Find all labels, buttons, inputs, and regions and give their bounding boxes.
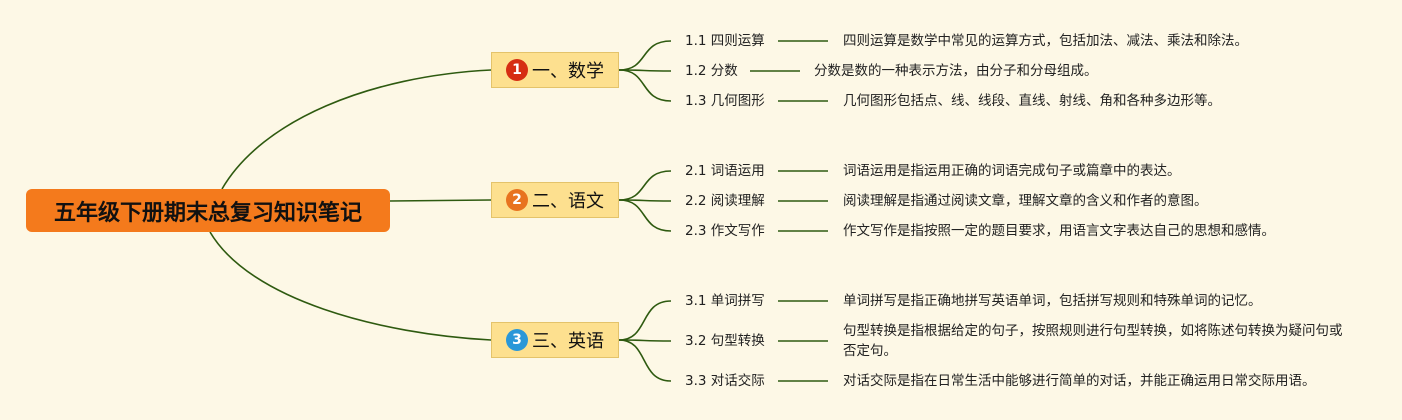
- subtopic-2-1[interactable]: 2.1 词语运用: [685, 163, 765, 179]
- subtopic-3-3[interactable]: 3.3 对话交际: [685, 373, 765, 389]
- subtopic-3-1[interactable]: 3.1 单词拼写: [685, 293, 765, 309]
- description-2-1[interactable]: 词语运用是指运用正确的词语完成句子或篇章中的表达。: [843, 163, 1181, 179]
- branch-label: 三、英语: [532, 331, 604, 352]
- branch-english[interactable]: 3 三、英语: [491, 322, 619, 358]
- branch-3-to-sub-2-line: [618, 339, 672, 342]
- description-1-2[interactable]: 分数是数的一种表示方法，由分子和分母组成。: [814, 63, 1098, 79]
- branch-3-to-sub-3-line: [618, 339, 672, 382]
- number-2-icon: 2: [506, 189, 528, 211]
- central-topic[interactable]: 五年级下册期末总复习知识笔记: [26, 189, 390, 232]
- number-1-icon: 1: [506, 59, 528, 81]
- description-2-2[interactable]: 阅读理解是指通过阅读文章，理解文章的含义和作者的意图。: [843, 193, 1208, 209]
- branch-math[interactable]: 1 一、数学: [491, 52, 619, 88]
- root-to-english-line: [209, 231, 492, 341]
- subtopic-2-2[interactable]: 2.2 阅读理解: [685, 193, 765, 209]
- branch-chinese[interactable]: 2 二、语文: [491, 182, 619, 218]
- subtopic-3-2[interactable]: 3.2 句型转换: [685, 333, 765, 349]
- subtopic-1-3[interactable]: 1.3 几何图形: [685, 93, 765, 109]
- branch-3-to-sub-1-line: [618, 300, 672, 341]
- description-1-3[interactable]: 几何图形包括点、线、线段、直线、射线、角和各种多边形等。: [843, 93, 1221, 109]
- description-3-1[interactable]: 单词拼写是指正确地拼写英语单词，包括拼写规则和特殊单词的记忆。: [843, 293, 1262, 309]
- branch-2-to-sub-1-line: [618, 170, 672, 201]
- root-to-math-line: [221, 69, 492, 190]
- description-3-3[interactable]: 对话交际是指在日常生活中能够进行简单的对话，并能正确运用日常交际用语。: [843, 373, 1316, 389]
- description-2-3[interactable]: 作文写作是指按照一定的题目要求，用语言文字表达自己的思想和感情。: [843, 223, 1275, 239]
- subtopic-2-3[interactable]: 2.3 作文写作: [685, 223, 765, 239]
- branch-1-to-sub-3-line: [618, 69, 672, 102]
- number-3-icon: 3: [506, 329, 528, 351]
- subtopic-1-2[interactable]: 1.2 分数: [685, 63, 738, 79]
- description-3-2[interactable]: 句型转换是指根据给定的句子，按照规则进行句型转换，如将陈述句转换为疑问句或否定句…: [843, 323, 1343, 359]
- branch-1-to-sub-1-line: [618, 40, 672, 71]
- branch-2-to-sub-3-line: [618, 199, 672, 232]
- subtopic-1-1[interactable]: 1.1 四则运算: [685, 33, 765, 49]
- branch-label: 二、语文: [532, 191, 604, 212]
- branch-label: 一、数学: [532, 61, 604, 82]
- description-1-1[interactable]: 四则运算是数学中常见的运算方式，包括加法、减法、乘法和除法。: [843, 33, 1248, 49]
- root-to-chinese-line: [389, 199, 492, 202]
